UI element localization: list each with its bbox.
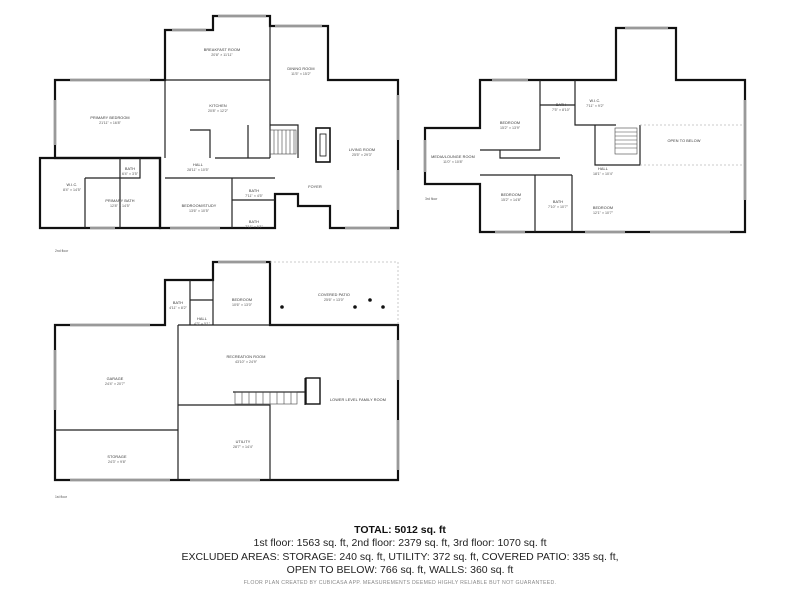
excluded-areas: EXCLUDED AREAS: STORAGE: 240 sq. ft, UTI… [181,550,619,563]
bath-small-2nd-label: BATH [125,167,135,171]
dining-room-label: DINING ROOM [287,67,314,71]
third-floor-label: 3rd floor [425,197,438,201]
bedroom-study-dim: 13'6" × 10'5" [189,209,210,213]
bedroom-3c-dim: 12'1" × 10'7" [593,211,614,215]
first-floor-stairs [234,391,298,405]
area-summary: TOTAL: 5012 sq. ft 1st floor: 1563 sq. f… [0,524,800,586]
lower-fireplace-icon [305,377,321,405]
primary-bedroom-label: PRIMARY BEDROOM [90,116,129,120]
bedroom-3c-label: BEDROOM [593,206,613,210]
bath-2nd-b-label: BATH [249,220,259,224]
total-area: TOTAL: 5012 sq. ft [354,524,446,536]
fireplace-icon [315,127,331,163]
bath-2nd-b-dim: 7'11" × 5'1" [245,225,263,229]
disclaimer: FLOOR PLAN CREATED BY CUBICASA APP. MEAS… [243,579,557,586]
bedroom-1st-dim: 10'6" × 13'0" [232,303,253,307]
utility-dim: 28'7" × 14'4" [233,445,254,449]
utility-label: UTILITY [236,440,251,444]
bath-2nd-a-dim: 7'11" × 4'5" [245,194,263,198]
hall-3rd-dim: 18'1" × 10'4" [593,172,614,176]
open-to-below-label: OPEN TO BELOW [667,139,700,143]
wic-2nd-label: W.I.C. [67,183,78,187]
living-room-label: LIVING ROOM [349,148,375,152]
floor-areas: 1st floor: 1563 sq. ft, 2nd floor: 2379 … [253,537,547,549]
bedroom-3a-dim: 15'2" × 13'9" [500,126,521,130]
kitchen-dim: 20'8" × 12'2" [208,109,229,113]
bath-3b-dim: 7'10" × 10'7" [548,205,569,209]
breakfast-room-dim: 20'8" × 11'11" [211,53,233,57]
patio-post [368,298,372,302]
hall-2nd-label: HALL [193,163,203,167]
bedroom-3b-dim: 15'2" × 14'8" [501,198,522,202]
foyer-label: FOYER [308,185,322,189]
bath-1st-dim: 4'11" × 8'2" [169,306,187,310]
bath-3a-dim: 7'5" × 8'10" [552,108,571,112]
patio-post [381,305,385,309]
patio-post [353,305,357,309]
bath-small-2nd-dim: 6'4" × 3'5" [122,172,139,176]
hall-1st-dim: 4'3" × 5'1" [194,322,211,326]
primary-bedroom-dim: 21'11" × 16'8" [99,121,121,125]
bath-3b-label: BATH [553,200,563,204]
bath-1st-label: BATH [173,301,183,305]
patio-post [280,305,284,309]
hall-1st-label: HALL [197,317,207,321]
bedroom-1st-label: BEDROOM [232,298,252,302]
bath-2nd-a-label: BATH [249,189,259,193]
second-floor-plan: BREAKFAST ROOM 20'8" × 11'11" DINING ROO… [38,14,400,253]
media-room-label: MEDIA/LOUNGE ROOM [431,155,475,159]
garage-label: GARAGE [107,377,124,381]
storage-dim: 24'3" × 9'8" [108,460,127,464]
primary-bath-label: PRIMARY BATH [105,199,134,203]
hall-2nd-dim: 28'11" × 10'5" [187,168,209,172]
lower-family-room-label: LOWER LEVEL FAMILY ROOM [330,398,386,402]
garage-dim: 24'4" × 20'7" [105,382,126,386]
first-floor-label: 1st floor [55,495,68,499]
storage-label: STORAGE [107,455,127,459]
primary-bath-dim: 12'8" × 14'5" [110,204,131,208]
covered-patio-dim: 25'6" × 13'0" [324,298,345,302]
second-floor-label: 2nd floor [55,249,69,253]
living-room-dim: 25'5" × 29'3" [352,153,373,157]
media-room-dim: 11'0" × 10'8" [443,160,463,164]
bedroom-3b-label: BEDROOM [501,193,521,197]
excluded-areas-cont: OPEN TO BELOW: 766 sq. ft, WALLS: 360 sq… [286,564,514,576]
wic-2nd-dim: 8'4" × 14'5" [63,188,82,192]
wic-3rd-dim: 7'11" × 9'2" [586,104,604,108]
recreation-room-label: RECREATION ROOM [227,355,266,359]
breakfast-room-label: BREAKFAST ROOM [204,48,241,52]
first-floor-plan: BATH 4'11" × 8'2" BEDROOM 10'6" × 13'0" … [53,260,400,499]
wic-3rd-label: W.I.C. [590,99,601,103]
bedroom-study-label: BEDROOM/STUDY [182,204,217,208]
bedroom-3a-label: BEDROOM [500,121,520,125]
second-floor-stairs [269,129,297,155]
covered-patio-label: COVERED PATIO [318,293,350,297]
kitchen-label: KITCHEN [209,104,227,108]
recreation-room-dim: 43'10" × 24'9" [235,360,258,364]
dining-room-dim: 11'5" × 15'2" [291,72,311,76]
hall-3rd-label: HALL [598,167,608,171]
bath-3a-label: BATH [556,103,566,107]
third-floor-stairs [614,127,638,155]
third-floor-plan: BEDROOM 15'2" × 13'9" BATH 7'5" × 8'10" … [423,26,747,234]
